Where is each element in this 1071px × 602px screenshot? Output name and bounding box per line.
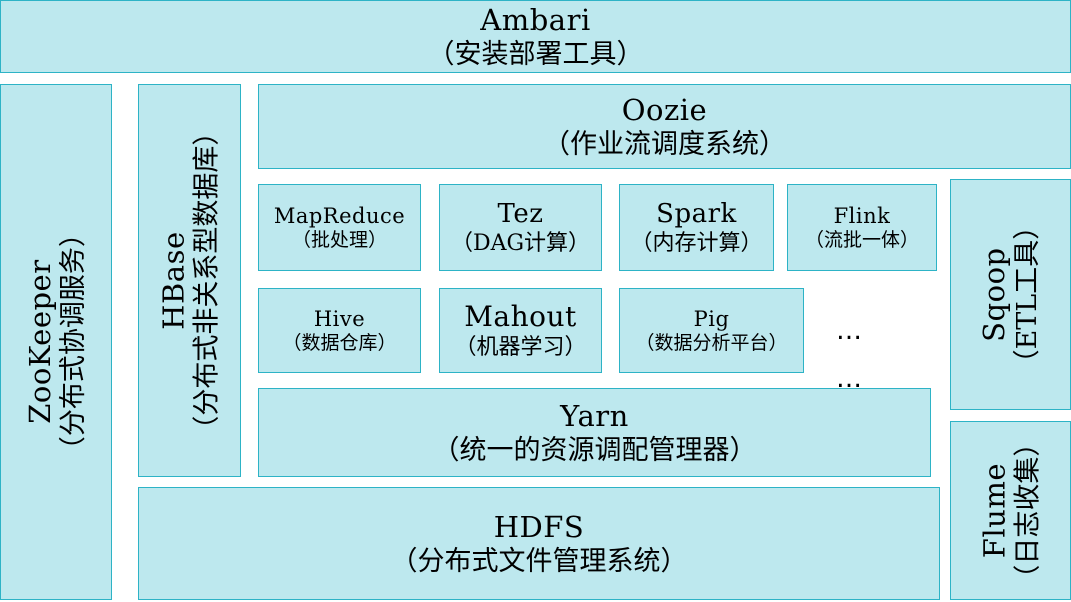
zookeeper-box: ZooKeeper （分布式协调服务） bbox=[0, 84, 112, 600]
flink-box: Flink （流批一体） bbox=[787, 184, 937, 271]
mahout-box: Mahout （机器学习） bbox=[439, 288, 602, 373]
hdfs-subtitle: （分布式文件管理系统） bbox=[390, 545, 688, 577]
flume-subtitle: （日志收集） bbox=[1011, 429, 1043, 592]
oozie-box: Oozie （作业流调度系统） bbox=[258, 84, 1071, 169]
hbase-box: HBase （分布式非关系型数据库） bbox=[138, 84, 241, 477]
oozie-subtitle: （作业流调度系统） bbox=[543, 128, 786, 160]
hive-subtitle: （数据仓库） bbox=[282, 331, 397, 354]
tez-box: Tez （DAG计算） bbox=[439, 184, 602, 271]
pig-subtitle: （数据分析平台） bbox=[635, 331, 788, 354]
ambari-box: Ambari （安装部署工具） bbox=[0, 0, 1071, 73]
pig-title: Pig bbox=[693, 306, 730, 331]
sqoop-box: Sqoop （ETL工具） bbox=[950, 179, 1071, 410]
ambari-title: Ambari bbox=[480, 2, 591, 37]
tez-title: Tez bbox=[497, 198, 544, 229]
ellipsis-upper: … bbox=[836, 316, 864, 346]
mapreduce-title: MapReduce bbox=[273, 203, 406, 228]
yarn-box: Yarn （统一的资源调配管理器） bbox=[258, 388, 931, 477]
tez-subtitle: （DAG计算） bbox=[450, 231, 591, 256]
yarn-title: Yarn bbox=[560, 398, 629, 433]
flink-subtitle: （流批一体） bbox=[804, 228, 919, 251]
ellipsis-lower: … bbox=[836, 364, 864, 394]
sqoop-title: Sqoop bbox=[976, 247, 1011, 342]
mapreduce-subtitle: （批处理） bbox=[291, 228, 387, 251]
hive-title: Hive bbox=[313, 306, 366, 331]
pig-box: Pig （数据分析平台） bbox=[619, 288, 804, 373]
oozie-title: Oozie bbox=[621, 92, 708, 127]
zookeeper-title: ZooKeeper bbox=[22, 259, 57, 425]
flume-title: Flume bbox=[976, 462, 1011, 559]
flume-box: Flume （日志收集） bbox=[950, 421, 1071, 600]
zookeeper-subtitle: （分布式协调服务） bbox=[57, 220, 89, 464]
hdfs-title: HDFS bbox=[493, 509, 585, 544]
yarn-subtitle: （统一的资源调配管理器） bbox=[432, 434, 757, 466]
spark-title: Spark bbox=[656, 198, 737, 229]
mahout-subtitle: （机器学习） bbox=[454, 335, 587, 361]
hive-box: Hive （数据仓库） bbox=[258, 288, 421, 373]
hbase-title: HBase bbox=[155, 231, 190, 330]
hdfs-box: HDFS （分布式文件管理系统） bbox=[138, 487, 940, 600]
sqoop-subtitle: （ETL工具） bbox=[1011, 212, 1043, 377]
mahout-title: Mahout bbox=[464, 300, 577, 334]
flink-title: Flink bbox=[833, 203, 891, 228]
hbase-subtitle: （分布式非关系型数据库） bbox=[190, 118, 222, 443]
spark-box: Spark （内存计算） bbox=[619, 184, 774, 271]
ambari-subtitle: （安装部署工具） bbox=[427, 38, 644, 70]
spark-subtitle: （内存计算） bbox=[630, 231, 763, 256]
mapreduce-box: MapReduce （批处理） bbox=[258, 184, 421, 271]
